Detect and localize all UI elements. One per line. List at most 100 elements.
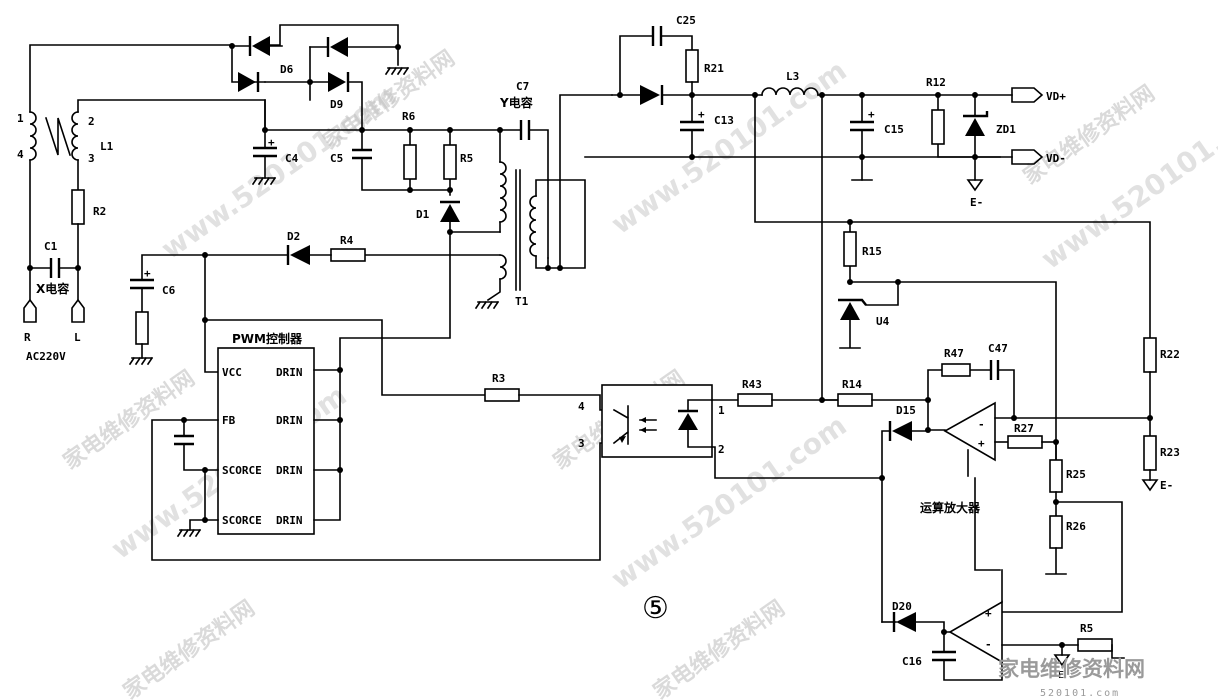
choke-pin-1: 1 — [17, 112, 24, 125]
r27-resistor — [1007, 435, 1043, 449]
optocoupler: 4 3 1 2 R43 — [578, 378, 883, 479]
r22-label: R22 — [1160, 348, 1180, 361]
opamp-1-minus: - — [978, 418, 985, 431]
d9-diode — [328, 72, 346, 92]
e-small-label: E — [1058, 670, 1064, 681]
choke-pin-2: 2 — [88, 115, 95, 128]
watermark-cn: 家电维修资料网 — [649, 595, 790, 700]
d6-diode — [252, 36, 270, 56]
d20-label: D20 — [892, 600, 912, 613]
wire — [535, 255, 549, 269]
junction-dot — [337, 467, 343, 473]
pwm-pin-source2: SCORCE — [222, 514, 262, 527]
pwm-pin-drain4: DRIN — [276, 514, 303, 527]
bridge-diode — [238, 72, 256, 92]
wire — [943, 631, 1003, 681]
r12-resistor — [931, 109, 945, 145]
junction-dot — [395, 44, 401, 50]
wire — [339, 231, 451, 371]
t1-secondary — [529, 195, 537, 257]
c6-series-resistor — [135, 311, 149, 345]
d15-label: D15 — [896, 404, 916, 417]
zd1-label: ZD1 — [996, 123, 1016, 136]
c13-label: C13 — [714, 114, 734, 127]
c15-label: C15 — [884, 123, 904, 136]
d2-label: D2 — [287, 230, 300, 243]
wire — [619, 35, 693, 96]
c25-capacitor — [651, 26, 663, 46]
c15-plus: + — [868, 108, 875, 121]
wire — [839, 319, 861, 349]
c5-label: C5 — [330, 152, 343, 165]
wire — [547, 94, 613, 269]
junction-dot — [337, 417, 343, 423]
figure-number: ⑤ — [642, 591, 669, 626]
vd-minus-label: VD- — [1046, 152, 1066, 165]
wire — [518, 394, 615, 411]
vd-plus-label: VD+ — [1046, 90, 1066, 103]
r23-label: R23 — [1160, 446, 1180, 459]
wire — [449, 221, 501, 233]
ground-symbol — [474, 300, 500, 310]
pwm-pin-source1: SCORCE — [222, 464, 262, 477]
junction-dot — [925, 427, 931, 433]
c47-label: C47 — [988, 342, 1008, 355]
wire — [189, 519, 206, 531]
r5b-label: R5 — [1080, 622, 1093, 635]
r15-label: R15 — [862, 245, 882, 258]
r27-label: R27 — [1014, 422, 1034, 435]
vd-plus-connector — [1011, 87, 1044, 103]
vd-minus-connector — [1011, 149, 1044, 165]
opamp-1-body — [943, 401, 996, 462]
r21-resistor — [685, 49, 699, 83]
wire — [499, 129, 549, 259]
junction-dot — [202, 467, 208, 473]
r4-resistor — [330, 248, 366, 262]
d20-diode — [896, 612, 916, 632]
c16-label: C16 — [902, 655, 922, 668]
wire — [1045, 547, 1067, 575]
wire — [711, 446, 883, 479]
c6-capacitor — [130, 278, 154, 290]
c15-capacitor — [850, 120, 874, 132]
ground-arrow — [1053, 654, 1071, 667]
c16-capacitor — [932, 650, 956, 662]
wire — [204, 319, 486, 396]
transformer-t1: T1 — [474, 94, 613, 310]
d2-diode — [290, 245, 310, 265]
junction-dot — [859, 154, 865, 160]
pwm-pin-drain2: DRIN — [276, 414, 303, 427]
wire — [309, 46, 399, 131]
e-minus-1: E- — [970, 196, 983, 209]
r14-resistor — [837, 393, 873, 407]
r47-resistor — [941, 363, 971, 377]
l3-inductor — [761, 87, 819, 96]
t1-primary — [499, 161, 507, 223]
r26-label: R26 — [1066, 520, 1086, 533]
opto-pin-4: 4 — [578, 400, 585, 413]
r3-label: R3 — [492, 372, 505, 385]
r26-resistor — [1049, 515, 1063, 549]
r14-label: R14 — [842, 378, 862, 391]
junction-dot — [879, 475, 885, 481]
primary-section: + C4 C5 R6 R5 D1 C7 Y电容 — [251, 80, 549, 259]
junction-dot — [557, 265, 563, 271]
wire — [204, 254, 219, 373]
d1-label: D1 — [416, 208, 430, 221]
r5-resistor — [443, 144, 457, 180]
c13-plus: + — [698, 108, 705, 121]
opto-arrow — [619, 436, 626, 443]
r43-label: R43 — [742, 378, 762, 391]
u4-label: U4 — [876, 315, 890, 328]
pwm-title: PWM控制器 — [232, 331, 303, 346]
bridge-rectifier: D6 D9 — [229, 24, 410, 131]
opto-led — [678, 413, 698, 430]
r25-resistor — [1049, 459, 1063, 493]
opamp-1-plus: + — [978, 437, 985, 450]
l3-label: L3 — [786, 70, 799, 83]
e-minus-2: E- — [1160, 479, 1173, 492]
x-cap-label: X电容 — [36, 281, 69, 296]
wire — [361, 129, 451, 191]
r47-label: R47 — [944, 347, 964, 360]
